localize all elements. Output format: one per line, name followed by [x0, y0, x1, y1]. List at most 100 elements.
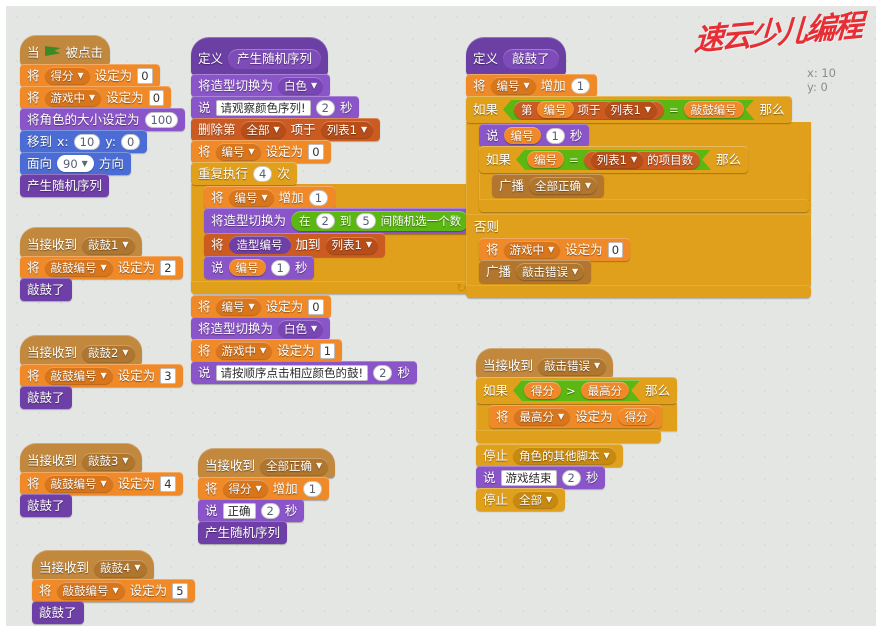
- value-input[interactable]: 4: [160, 475, 176, 492]
- say-seconds-input[interactable]: 2: [315, 99, 335, 116]
- change-amount-input[interactable]: 1: [308, 189, 329, 206]
- score-variable-reporter[interactable]: 得分: [524, 382, 561, 399]
- point-direction-block[interactable]: 面向 90▼ 方向: [20, 152, 131, 175]
- message-dropdown-drum4[interactable]: 敲鼓4▼: [94, 559, 147, 577]
- say-seconds-input[interactable]: 2: [373, 364, 393, 381]
- script-define-make-random-seq[interactable]: 定义 产生随机序列 将造型切换为 白色▼ 说 请观察颜色序列! 2 秒 删除第 …: [191, 37, 477, 384]
- size-input[interactable]: 100: [144, 111, 179, 128]
- value-input[interactable]: 5: [172, 582, 188, 599]
- variable-dropdown-high-score[interactable]: 最高分▼: [513, 408, 571, 425]
- stop-other-scripts-block[interactable]: 停止 角色的其他脚本▼: [476, 444, 623, 467]
- script-receive-hit-wrong[interactable]: 当接收到 敲击错误▼ 如果 得分 > 最高分 那么: [476, 348, 678, 511]
- list-dropdown-list1[interactable]: 列表1▼: [325, 236, 379, 254]
- x-input[interactable]: 10: [73, 133, 101, 150]
- set-size-block[interactable]: 将角色的大小设定为 100: [20, 108, 186, 131]
- value-input[interactable]: 3: [160, 367, 176, 384]
- call-make-random-seq-block[interactable]: 产生随机序列: [198, 521, 288, 544]
- when-receive-hit-wrong-block[interactable]: 当接收到 敲击错误▼: [476, 348, 614, 378]
- if-else-header[interactable]: 如果 第 编号 项于 列表1▼ = 敲鼓编号: [466, 96, 792, 123]
- switch-costume-random-block[interactable]: 将造型切换为 在 2 到 5 间随机选一个数: [204, 208, 477, 234]
- switch-costume-white-block[interactable]: 将造型切换为 白色▼: [191, 317, 331, 340]
- say-correct-block[interactable]: 说 正确 2 秒: [198, 499, 305, 522]
- variable-dropdown-number[interactable]: 编号▼: [215, 143, 261, 160]
- broadcast-hit-wrong-block[interactable]: 广播 敲击错误▼: [479, 260, 592, 283]
- say-text-input[interactable]: 请观察颜色序列!: [215, 99, 311, 116]
- variable-dropdown-in-game[interactable]: 游戏中▼: [503, 241, 561, 258]
- variable-dropdown-number[interactable]: 编号▼: [228, 189, 274, 206]
- script-receive-drum4[interactable]: 当接收到 敲鼓4▼ 将 敲鼓编号▼ 设定为 5 敲鼓了: [32, 550, 195, 624]
- switch-costume-block[interactable]: 将造型切换为 白色▼: [191, 74, 331, 97]
- costume-dropdown-white[interactable]: 白色▼: [278, 320, 324, 337]
- variable-dropdown-in-game[interactable]: 游戏中▼: [44, 89, 102, 106]
- set-drum-number-block[interactable]: 将 敲鼓编号▼ 设定为 5: [32, 579, 195, 602]
- stop-all-block[interactable]: 停止 全部▼: [476, 488, 566, 511]
- item-of-list-reporter[interactable]: 第 编号 项于 列表1▼: [514, 101, 664, 119]
- value-input[interactable]: 0: [148, 89, 165, 106]
- set-high-score-block[interactable]: 将 最高分▼ 设定为 得分: [489, 405, 662, 428]
- call-drum-hit-block[interactable]: 敲鼓了: [32, 601, 84, 624]
- change-score-block[interactable]: 将 得分▼ 增加 1: [198, 477, 330, 500]
- value-input[interactable]: 0: [308, 143, 324, 160]
- set-drum-number-block[interactable]: 将 敲鼓编号▼ 设定为 2: [20, 256, 183, 279]
- drum-number-variable-reporter[interactable]: 敲鼓编号: [684, 101, 744, 118]
- say-text-input[interactable]: 游戏结束: [500, 469, 557, 486]
- costume-dropdown-white[interactable]: 白色▼: [278, 77, 324, 94]
- value-input[interactable]: 0: [607, 241, 624, 258]
- message-dropdown-all-correct[interactable]: 全部正确▼: [260, 457, 329, 475]
- call-drum-hit-block[interactable]: 敲鼓了: [20, 386, 72, 409]
- reset-number-block[interactable]: 将 编号▼ 设定为 0: [191, 295, 331, 318]
- variable-dropdown-number[interactable]: 编号▼: [215, 298, 261, 315]
- number-variable-reporter[interactable]: 编号: [537, 101, 574, 118]
- list-dropdown-list1[interactable]: 列表1▼: [591, 151, 643, 168]
- broadcast-all-correct-block[interactable]: 广播 全部正确▼: [492, 174, 605, 197]
- length-of-list-reporter[interactable]: 列表1▼ 的项目数: [584, 151, 700, 169]
- say-seconds-input[interactable]: 1: [270, 259, 290, 276]
- say-seconds-input[interactable]: 2: [260, 502, 280, 519]
- script-receive-drum1[interactable]: 当接收到 敲鼓1▼ 将 敲鼓编号▼ 设定为 2 敲鼓了: [20, 227, 183, 301]
- random-from-input[interactable]: 2: [315, 213, 335, 229]
- repeat-block[interactable]: 重复执行 4 次 将 编号▼ 增加 1 将造型切换为 在 2: [191, 162, 477, 295]
- say-game-over-block[interactable]: 说 游戏结束 2 秒: [476, 466, 606, 489]
- variable-dropdown-score[interactable]: 得分▼: [222, 480, 268, 497]
- script-green-flag[interactable]: 当 被点击 将 得分▼ 设定为 0 将 游戏中▼ 设定为 0 将角色的大小设定为…: [20, 35, 186, 197]
- say-instruction-block[interactable]: 说 请按顺序点击相应颜色的鼓! 2 秒: [191, 361, 417, 384]
- set-number-block[interactable]: 将 编号▼ 设定为 0: [191, 140, 331, 163]
- script-receive-drum2[interactable]: 当接收到 敲鼓2▼ 将 敲鼓编号▼ 设定为 3 敲鼓了: [20, 335, 183, 409]
- delete-item-of-list-block[interactable]: 删除第 全部▼ 项于 列表1▼: [191, 118, 381, 141]
- if-header[interactable]: 如果 得分 > 最高分 那么: [476, 377, 678, 404]
- say-number-block[interactable]: 说 编号 1 秒: [479, 124, 590, 147]
- random-to-input[interactable]: 5: [356, 213, 376, 229]
- set-drum-number-block[interactable]: 将 敲鼓编号▼ 设定为 4: [20, 472, 183, 495]
- set-score-block[interactable]: 将 得分▼ 设定为 0: [20, 64, 160, 87]
- number-variable-reporter[interactable]: 编号: [228, 259, 266, 276]
- variable-dropdown-drum-number[interactable]: 敲鼓编号▼: [44, 259, 113, 276]
- change-amount-input[interactable]: 1: [302, 480, 323, 497]
- call-drum-hit-block[interactable]: 敲鼓了: [20, 494, 72, 517]
- when-receive-drum4-block[interactable]: 当接收到 敲鼓4▼: [32, 550, 154, 580]
- if-block[interactable]: 如果 得分 > 最高分 那么 将 最高分▼: [476, 377, 678, 443]
- variable-dropdown-score[interactable]: 得分▼: [44, 67, 90, 84]
- change-number-block[interactable]: 将 编号▼ 增加 1: [204, 186, 336, 209]
- call-drum-hit-block[interactable]: 敲鼓了: [20, 278, 72, 301]
- set-ingame-block[interactable]: 将 游戏中▼ 设定为 1: [191, 339, 343, 362]
- value-input[interactable]: 1: [319, 342, 336, 359]
- set-ingame-block[interactable]: 将 游戏中▼ 设定为 0: [479, 238, 631, 261]
- list-dropdown-list1[interactable]: 列表1▼: [605, 101, 657, 118]
- message-dropdown-hit-wrong[interactable]: 敲击错误▼: [538, 357, 607, 375]
- define-drum-hit-block[interactable]: 定义 敲鼓了: [466, 37, 566, 75]
- high-score-variable-reporter[interactable]: 最高分: [581, 382, 630, 399]
- say-text-input[interactable]: 正确: [222, 502, 256, 519]
- call-make-random-seq-block[interactable]: 产生随机序列: [20, 174, 110, 197]
- number-variable-reporter[interactable]: 编号: [503, 127, 541, 144]
- when-receive-drum1-block[interactable]: 当接收到 敲鼓1▼: [20, 227, 142, 257]
- variable-dropdown-drum-number[interactable]: 敲鼓编号▼: [56, 582, 125, 599]
- say-for-secs-block[interactable]: 说 请观察颜色序列! 2 秒: [191, 96, 360, 119]
- direction-dropdown[interactable]: 90▼: [57, 155, 94, 172]
- script-define-drum-hit[interactable]: 定义 敲鼓了 将 编号▼ 增加 1 如果 第 编号: [466, 37, 811, 298]
- scratch-script-canvas[interactable]: 速云少儿编程 x: 10 y: 0 当 被点击 将 得分▼ 设定为 0 将 游戏…: [6, 6, 876, 626]
- change-amount-input[interactable]: 1: [570, 77, 591, 94]
- script-receive-all-correct[interactable]: 当接收到 全部正确▼ 将 得分▼ 增加 1 说 正确 2 秒 产生随机序列: [198, 448, 336, 544]
- set-drum-number-block[interactable]: 将 敲鼓编号▼ 设定为 3: [20, 364, 183, 387]
- repeat-header[interactable]: 重复执行 4 次: [191, 162, 297, 185]
- inner-if-header[interactable]: 如果 编号 = 列表1▼ 的项目数: [479, 146, 749, 173]
